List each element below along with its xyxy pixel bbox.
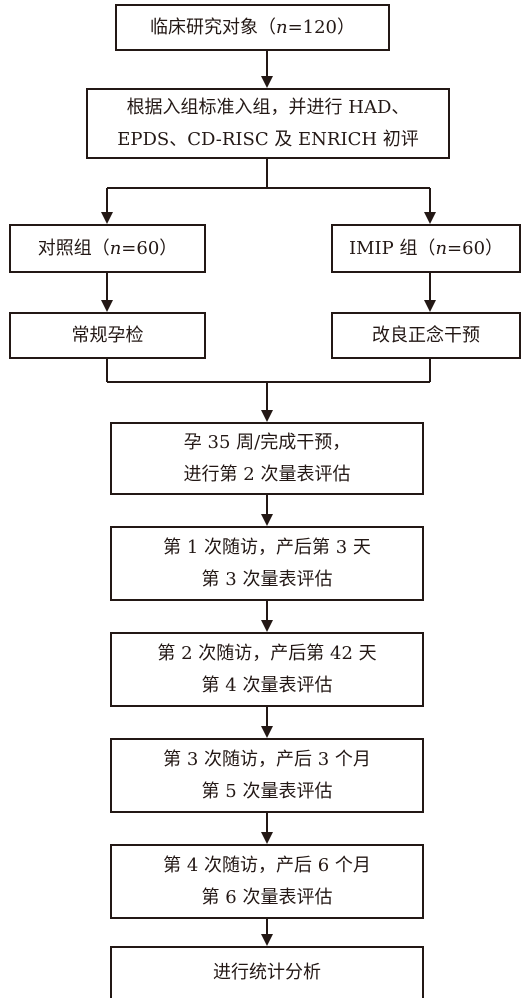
imip-group-box: IMIP 组（n=60） [331,224,521,273]
imip-group-count: =60） [447,237,504,259]
arrowhead-control-intervention [101,300,113,312]
subjects-label: 临床研究对象（ [149,16,276,38]
week35-line-1: 孕 35 周/完成干预， [183,431,351,453]
control-group-label: 对照组（ [37,237,110,259]
control-group-text: 对照组（n=60） [38,233,178,265]
subjects-count: =120） [287,16,356,38]
followup-1-line-1: 第 1 次随访，产后第 3 天 [163,536,371,558]
week35-assessment-box: 孕 35 周/完成干预， 进行第 2 次量表评估 [110,422,424,495]
followup-2-line-2: 第 4 次量表评估 [201,674,333,696]
statistical-analysis-box: 进行统计分析 [110,946,424,998]
arrowhead-imip-intervention [424,300,436,312]
arrowhead-followup2 [261,620,273,632]
statistical-analysis-text: 进行统计分析 [213,962,321,983]
study-subjects-box: 临床研究对象（n=120） [115,4,390,51]
arrowhead-followup3 [261,726,273,738]
followup-2-box: 第 2 次随访，产后第 42 天 第 4 次量表评估 [110,632,424,707]
control-group-box: 对照组（n=60） [9,224,206,273]
imip-group-label: IMIP 组（ [348,237,436,259]
arrowhead-enroll [261,76,273,88]
followup-3-line-2: 第 5 次量表评估 [201,780,333,802]
arrowhead-followup4 [261,832,273,844]
imip-intervention-box: 改良正念干预 [331,312,521,359]
arrowhead-week35 [261,410,273,422]
arrowhead-analysis [261,934,273,946]
arrowhead-control [101,212,113,224]
control-intervention-text: 常规孕检 [71,324,144,346]
followup-4-line-2: 第 6 次量表评估 [201,886,333,908]
control-intervention-box: 常规孕检 [9,312,206,359]
followup-4-box: 第 4 次随访，产后 6 个月 第 6 次量表评估 [110,844,424,919]
followup-3-line-1: 第 3 次随访，产后 3 个月 [163,748,371,770]
control-n-symbol: n [109,237,122,259]
followup-1-box: 第 1 次随访，产后第 3 天 第 3 次量表评估 [110,526,424,601]
enrollment-box: 根据入组标准入组，并进行 HAD、 EPDS、CD-RISC 及 ENRICH … [86,88,450,159]
imip-intervention-text: 改良正念干预 [372,324,480,346]
followup-1-line-2: 第 3 次量表评估 [201,568,333,590]
enrollment-line-2: EPDS、CD-RISC 及 ENRICH 初评 [117,128,419,150]
subjects-n-symbol: n [275,16,288,38]
followup-3-box: 第 3 次随访，产后 3 个月 第 5 次量表评估 [110,738,424,813]
week35-line-2: 进行第 2 次量表评估 [183,463,351,485]
study-subjects-text: 临床研究对象（n=120） [150,12,355,44]
arrowhead-imip [424,212,436,224]
imip-n-symbol: n [435,237,448,259]
control-group-count: =60） [121,237,178,259]
imip-group-text: IMIP 组（n=60） [349,233,503,265]
followup-2-line-1: 第 2 次随访，产后第 42 天 [157,642,377,664]
arrowhead-followup1 [261,514,273,526]
followup-4-line-1: 第 4 次随访，产后 6 个月 [163,854,371,876]
enrollment-line-1: 根据入组标准入组，并进行 HAD、 [126,96,410,118]
